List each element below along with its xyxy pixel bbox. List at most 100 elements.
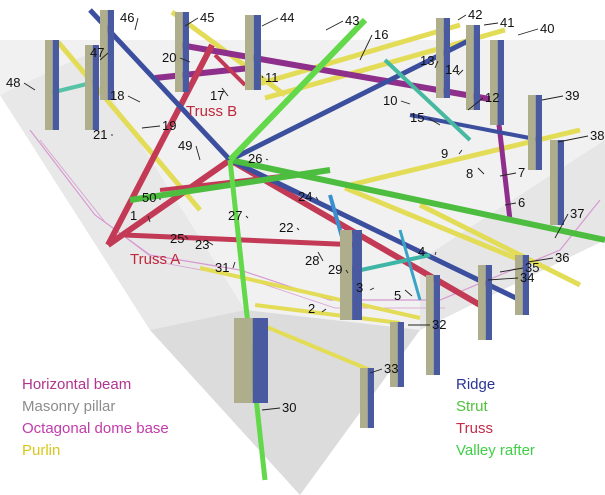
leader-line bbox=[179, 57, 191, 63]
pillar-40 bbox=[490, 40, 504, 125]
leader-line bbox=[141, 125, 161, 129]
truss-web-17 bbox=[213, 53, 247, 87]
leader-line bbox=[232, 261, 236, 269]
legend-right: Ridge Strut Truss Valley rafter bbox=[456, 374, 535, 462]
pillar-34 bbox=[478, 265, 492, 340]
pillar-45 bbox=[175, 12, 189, 92]
leader-line bbox=[541, 95, 564, 101]
leader-line bbox=[434, 251, 437, 256]
leader-line bbox=[499, 172, 517, 177]
callout-number: 21 bbox=[93, 127, 107, 142]
callout-number: 50 bbox=[142, 190, 156, 205]
legend-strut: Strut bbox=[456, 398, 488, 415]
truss-a-left bbox=[106, 157, 232, 248]
callout-number: 4 bbox=[418, 244, 425, 259]
pillar-33 bbox=[360, 368, 374, 428]
callout-number: 29 bbox=[328, 262, 342, 277]
pillar-46 bbox=[100, 10, 114, 100]
leader-line bbox=[134, 17, 139, 31]
legend-horizontal-beam: Horizontal beam bbox=[22, 376, 132, 393]
leader-line bbox=[296, 227, 300, 231]
valley-rafter-43 bbox=[227, 17, 368, 163]
leader-line bbox=[315, 196, 319, 201]
legend-octagonal-dome-base: Octagonal dome base bbox=[22, 420, 169, 437]
leader-line bbox=[404, 289, 413, 297]
purlin-35 bbox=[344, 185, 526, 265]
leader-line bbox=[527, 257, 554, 263]
callout-number: 14 bbox=[445, 62, 459, 77]
pillar-47 bbox=[85, 45, 99, 130]
legend-masonry-pillar: Masonry pillar bbox=[22, 398, 116, 415]
strut-5 bbox=[398, 229, 422, 301]
leader-line bbox=[483, 22, 499, 26]
pillar-48 bbox=[45, 40, 59, 130]
callout-number: 5 bbox=[394, 288, 401, 303]
pillar-center bbox=[340, 230, 362, 320]
leader-line bbox=[317, 251, 324, 262]
leader-line bbox=[359, 34, 373, 61]
truss-a-tie bbox=[124, 232, 361, 248]
pillar-44 bbox=[245, 15, 261, 90]
purlin-32 bbox=[254, 303, 401, 325]
legend-valley-rafter: Valley rafter bbox=[456, 442, 535, 459]
ridge-9 bbox=[409, 113, 541, 142]
legend-purlin: Purlin bbox=[22, 442, 61, 459]
callout-number: 16 bbox=[374, 27, 388, 42]
leader-line bbox=[195, 145, 201, 161]
callout-number: 19 bbox=[162, 118, 176, 133]
leader-line bbox=[261, 407, 281, 411]
callout-number: 2 bbox=[308, 301, 315, 316]
leader-line bbox=[147, 215, 151, 223]
pillar-39 bbox=[528, 95, 542, 170]
callout-number: 17 bbox=[210, 88, 224, 103]
callout-number: 35 bbox=[525, 260, 539, 275]
callout-number: 20 bbox=[162, 50, 176, 65]
callout-number: 47 bbox=[90, 45, 104, 60]
leader-line bbox=[369, 368, 383, 374]
leader-line bbox=[458, 149, 463, 155]
leader-line bbox=[499, 267, 524, 273]
callout-number: 42 bbox=[468, 7, 482, 22]
leader-line bbox=[554, 213, 569, 239]
leader-line bbox=[557, 135, 589, 143]
leader-line bbox=[265, 158, 269, 161]
callout-number: 6 bbox=[518, 195, 525, 210]
callout-number: 41 bbox=[500, 15, 514, 30]
callout-number: 30 bbox=[282, 400, 296, 415]
strut-15 bbox=[383, 58, 472, 142]
callout-number: 1 bbox=[130, 208, 137, 223]
callout-number: 46 bbox=[120, 10, 134, 25]
callout-number: 44 bbox=[280, 10, 294, 25]
callout-number: 18 bbox=[110, 88, 124, 103]
callout-number: 23 bbox=[195, 237, 209, 252]
truss-b-label: Truss B bbox=[186, 103, 237, 120]
callout-number: 22 bbox=[279, 220, 293, 235]
callout-number: 36 bbox=[555, 250, 569, 265]
leader-line bbox=[504, 202, 517, 206]
horizontal-beam-20 bbox=[154, 65, 251, 81]
leader-line bbox=[204, 239, 214, 246]
leader-line bbox=[400, 100, 411, 105]
leader-line bbox=[477, 167, 485, 175]
strut-50 bbox=[129, 167, 331, 203]
purlin-21 bbox=[56, 40, 202, 212]
callout-number: 38 bbox=[590, 128, 604, 143]
purlin-42 bbox=[244, 22, 461, 91]
leader-line bbox=[261, 75, 264, 79]
callout-number: 33 bbox=[384, 361, 398, 376]
leader-line bbox=[369, 287, 375, 291]
leader-line bbox=[457, 69, 464, 76]
callout-number: 9 bbox=[441, 146, 448, 161]
leader-line bbox=[184, 17, 199, 27]
ridge-to-34 bbox=[228, 157, 522, 303]
callout-number: 27 bbox=[228, 208, 242, 223]
callout-number: 48 bbox=[6, 75, 20, 90]
callout-number: 7 bbox=[518, 165, 525, 180]
leader-line bbox=[487, 277, 519, 281]
leader-line bbox=[345, 269, 349, 274]
callout-number: 28 bbox=[305, 253, 319, 268]
callout-number: 25 bbox=[170, 231, 184, 246]
leader-line bbox=[127, 95, 141, 103]
